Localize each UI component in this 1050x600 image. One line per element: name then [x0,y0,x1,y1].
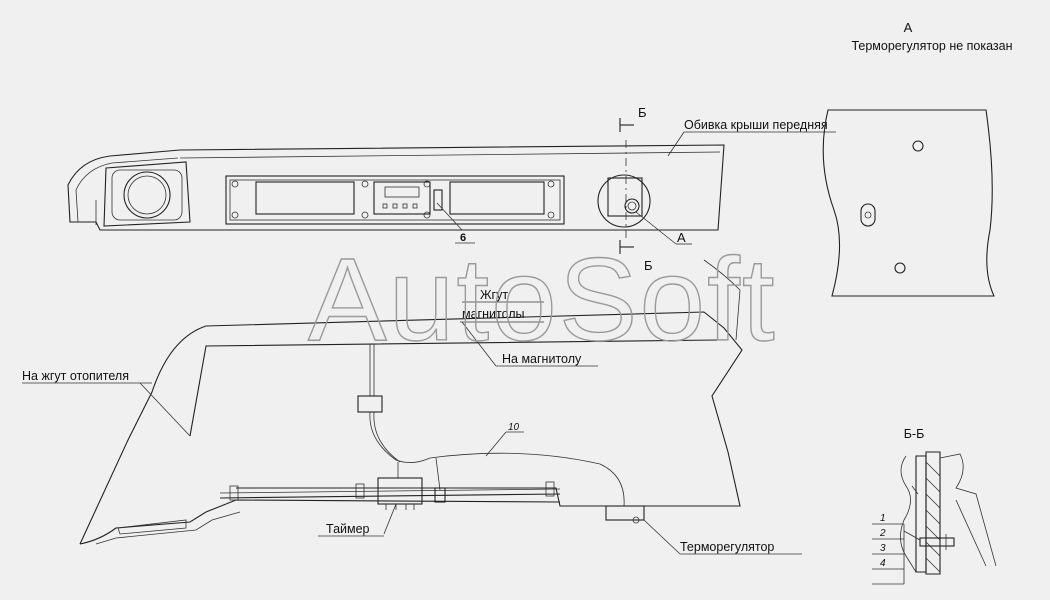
section-layer-list: 1 2 3 4 [872,513,921,585]
view-a-pointer-label: А [677,230,686,245]
view-a-letter: А [904,20,913,35]
callout-view-a: А [635,211,692,245]
section-layer-4: 4 [880,558,886,569]
mounting-rail [219,481,561,501]
view-a-note: Терморегулятор не показан [851,39,1012,53]
item-10-label: 10 [508,422,520,433]
section-title: Б-Б [904,427,925,441]
roof-cabin-outline [79,259,743,545]
callout-to-radio: На магнитолу [461,321,598,367]
roof-trim-label: Обивка крыши передняя [684,118,828,132]
thermostat-unit [605,505,645,524]
switch-button [433,189,443,211]
section-layer-1: 1 [880,513,886,524]
radio-slot-left [255,181,355,215]
section-fastener [919,537,955,547]
section-layer-2: 2 [879,528,886,539]
callout-timer: Таймер [318,503,397,537]
timer-label: Таймер [326,522,370,536]
section-detail [900,451,997,575]
callout-to-heater: На жгут отопителя [22,369,191,437]
section-marker-bottom-label: Б [644,258,653,273]
section-layer-3: 3 [880,543,886,554]
radio-slot-right [449,181,545,215]
view-a-circle [597,174,651,228]
callout-harness-radio: Жгут магнитолы [460,288,544,323]
wiring-harness [357,344,625,507]
front-roof-panel [67,144,725,231]
timer-unit [377,477,423,510]
thermostat-label: Терморегулятор [680,540,774,554]
harness-radio-label-2: магнитолы [462,307,525,321]
callout-roof-trim: Обивка крыши передняя [667,118,836,157]
to-radio-label: На магнитолу [502,352,582,366]
timer-display-unit [373,181,431,215]
watermark: AutoSoft [308,234,777,366]
callout-thermostat: Терморегулятор [643,519,802,555]
callout-item-6: 6 [436,202,475,244]
section-marker-top: Б [619,105,647,132]
radio-console-panel [225,175,565,225]
harness-connector [357,395,383,413]
section-marker-bottom: Б [619,240,653,273]
speaker-housing [103,161,191,227]
callout-item-10: 10 [485,422,524,457]
thermostat-knob [597,174,651,228]
item-6-label: 6 [460,232,466,244]
harness-radio-label-1: Жгут [480,288,508,302]
view-a-detail [822,109,995,297]
section-marker-top-label: Б [638,105,647,120]
to-heater-label: На жгут отопителя [22,369,129,383]
